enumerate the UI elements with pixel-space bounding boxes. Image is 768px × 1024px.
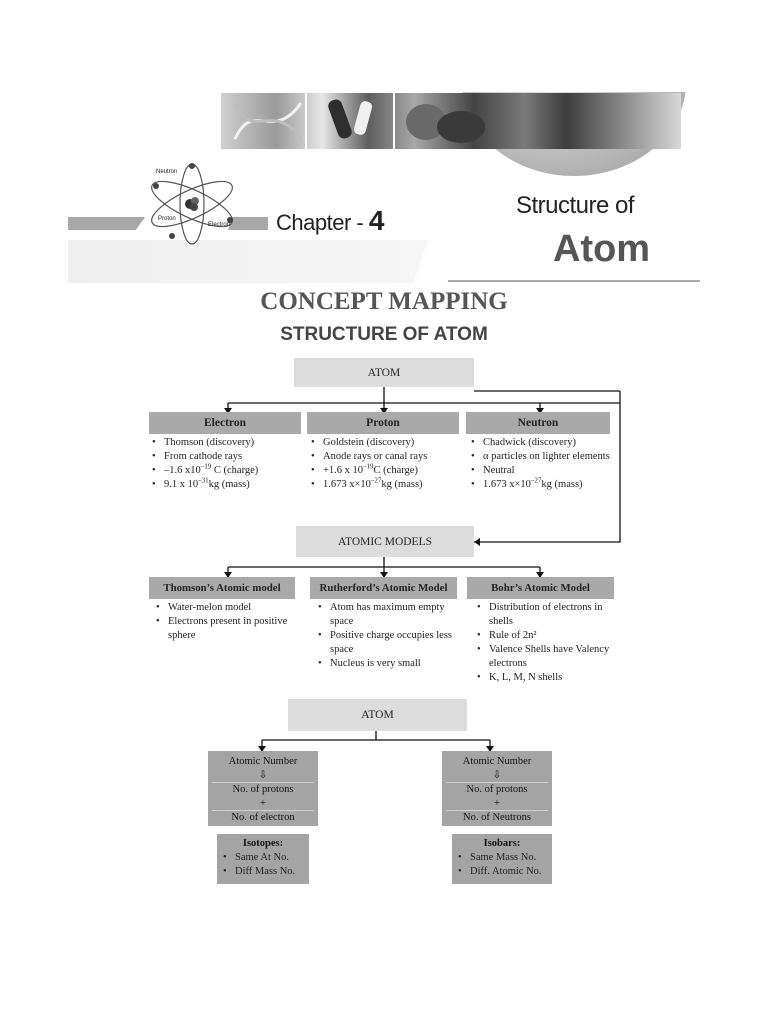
box-divider: [212, 810, 314, 812]
chapter-number: 4: [368, 205, 385, 236]
list-item: Nucleus is very small: [318, 657, 470, 671]
header-left-band: [68, 217, 145, 230]
box-divider: [446, 810, 548, 812]
isobars-box: Isobars: Same Mass No. Diff. Atomic No.: [452, 834, 552, 884]
thomson-model-header: Thomson’s Atomic model: [149, 577, 295, 599]
mass-unit: kg (mass): [208, 479, 250, 490]
atom-root-box-2: ATOM: [288, 699, 467, 731]
neutron-header: Neutron: [466, 412, 610, 434]
list-item: –1.6 x10–19 C (charge): [152, 462, 314, 478]
list-item: 1.673 x×10–27kg (mass): [471, 476, 623, 492]
proton-points: Goldstein (discovery) Anode rays or cana…: [309, 436, 475, 492]
list-item: K, L, M, N shells: [477, 671, 621, 685]
list-item: Same At No.: [223, 851, 303, 865]
plus-sign: +: [494, 797, 500, 809]
chapter-label: Chapter - 4: [276, 205, 384, 237]
box-divider: [446, 782, 548, 784]
atomic-models-box: ATOMIC MODELS: [296, 526, 474, 557]
atom-emblem-icon: Neutron Proton Electron: [151, 163, 233, 245]
list-item: Electrons present in positive sphere: [156, 615, 298, 643]
isotopes-box: Isotopes: Same At No. Diff Mass No.: [217, 834, 309, 884]
neutron-points: Chadwick (discovery) α particles on ligh…: [469, 436, 623, 492]
header-right-band: [228, 217, 268, 230]
proton-header: Proton: [307, 412, 459, 434]
list-item: Goldstein (discovery): [311, 436, 475, 450]
mass-value: 9.1 x 10: [164, 479, 199, 490]
plus-sign: +: [260, 797, 266, 809]
list-item: α particles on lighter elements: [471, 450, 623, 464]
concept-title: CONCEPT MAPPING: [260, 288, 508, 315]
isotope-atomic-number-box: Atomic Number ⇩ No. of protons + No. of …: [208, 751, 318, 826]
atom-root-box: ATOM: [294, 358, 474, 387]
chapter-title-line1: Structure of: [516, 192, 635, 219]
box-divider: [212, 782, 314, 784]
rutherford-points: Atom has maximum empty space Positive ch…: [316, 601, 470, 671]
electron-points: Thomson (discovery) From cathode rays –1…: [150, 436, 314, 492]
list-item: Valence Shells have Valency electrons: [477, 643, 621, 671]
down-arrow-icon: ⇩: [492, 769, 502, 781]
list-item: Same Mass No.: [458, 851, 546, 865]
isobar-atomic-number-box: Atomic Number ⇩ No. of protons + No. of …: [442, 751, 552, 826]
concept-subtitle: STRUCTURE OF ATOM: [280, 324, 488, 345]
box-line: Atomic Number: [228, 756, 298, 767]
list-item: From cathode rays: [152, 450, 314, 464]
bohr-model-header: Bohr’s Atomic Model: [467, 577, 614, 599]
list-item: Distribution of electrons in shells: [477, 601, 621, 629]
box-line: No. of electron: [231, 812, 295, 824]
plant-icon: [406, 104, 485, 143]
isobars-label: Isobars:: [483, 838, 521, 849]
box-line: Atomic Number: [462, 756, 532, 767]
isobars-points: Same Mass No. Diff. Atomic No.: [458, 851, 546, 879]
title-rule: [448, 280, 700, 282]
list-item: Diff. Atomic No.: [458, 865, 546, 879]
mass-exponent: –27: [370, 476, 382, 485]
emblem-label-electron: Electron: [208, 222, 230, 228]
mass-exponent: –27: [530, 476, 542, 485]
list-item: 1.673 x×10–27kg (mass): [311, 476, 475, 492]
emblem-label-neutron: Neutron: [156, 169, 177, 175]
box-line: No. of Neutrons: [463, 812, 531, 824]
charge-value: –1.6 x10: [164, 465, 201, 476]
mass-unit: kg (mass): [541, 479, 583, 490]
bohr-points: Distribution of electrons in shells Rule…: [475, 601, 621, 685]
down-arrow-icon: ⇩: [258, 769, 268, 781]
electron-header: Electron: [149, 412, 301, 434]
strip-divider: [393, 93, 395, 149]
strip-divider: [305, 93, 307, 149]
isotopes-points: Same At No. Diff Mass No.: [223, 851, 303, 879]
charge-value: +1.6 x 10: [323, 465, 364, 476]
charge-exponent: –19: [200, 462, 212, 471]
list-item: Chadwick (discovery): [471, 436, 623, 450]
header-grey-panel: [68, 240, 428, 283]
list-item: Water-melon model: [156, 601, 298, 615]
chapter-prefix: Chapter -: [276, 210, 364, 235]
mass-exponent: –31: [198, 476, 209, 485]
thomson-points: Water-melon model Electrons present in p…: [154, 601, 298, 643]
isotopes-label: Isotopes:: [242, 838, 284, 849]
list-item: Positive charge occupies less space: [318, 629, 470, 657]
dna-icon: [233, 102, 303, 140]
rutherford-model-header: Rutherford’s Atomic Model: [310, 577, 457, 599]
mass-value: 1.673 x×10: [483, 479, 531, 490]
microscope-icon: [328, 99, 373, 139]
list-item: Rule of 2n²: [477, 629, 621, 643]
list-item: Diff Mass No.: [223, 865, 303, 879]
emblem-label-proton: Proton: [158, 216, 176, 222]
list-item: Atom has maximum empty space: [318, 601, 470, 629]
list-item: Neutral: [471, 464, 623, 478]
list-item: 9.1 x 10–31kg (mass): [152, 476, 314, 492]
charge-exponent: –19: [363, 462, 374, 471]
chapter-title-line2: Atom: [553, 228, 651, 270]
list-item: Thomson (discovery): [152, 436, 314, 450]
charge-unit: C (charge): [211, 465, 259, 476]
mass-value: 1.673 x×10: [323, 479, 371, 490]
header-photo-strip: [221, 93, 681, 149]
box-line: No. of protons: [466, 784, 528, 796]
box-line: No. of protons: [232, 784, 294, 796]
list-item: Anode rays or canal rays: [311, 450, 475, 464]
mass-unit: kg (mass): [381, 479, 423, 490]
list-item: +1.6 x 10–19C (charge): [311, 462, 475, 478]
charge-unit: C (charge): [373, 465, 418, 476]
